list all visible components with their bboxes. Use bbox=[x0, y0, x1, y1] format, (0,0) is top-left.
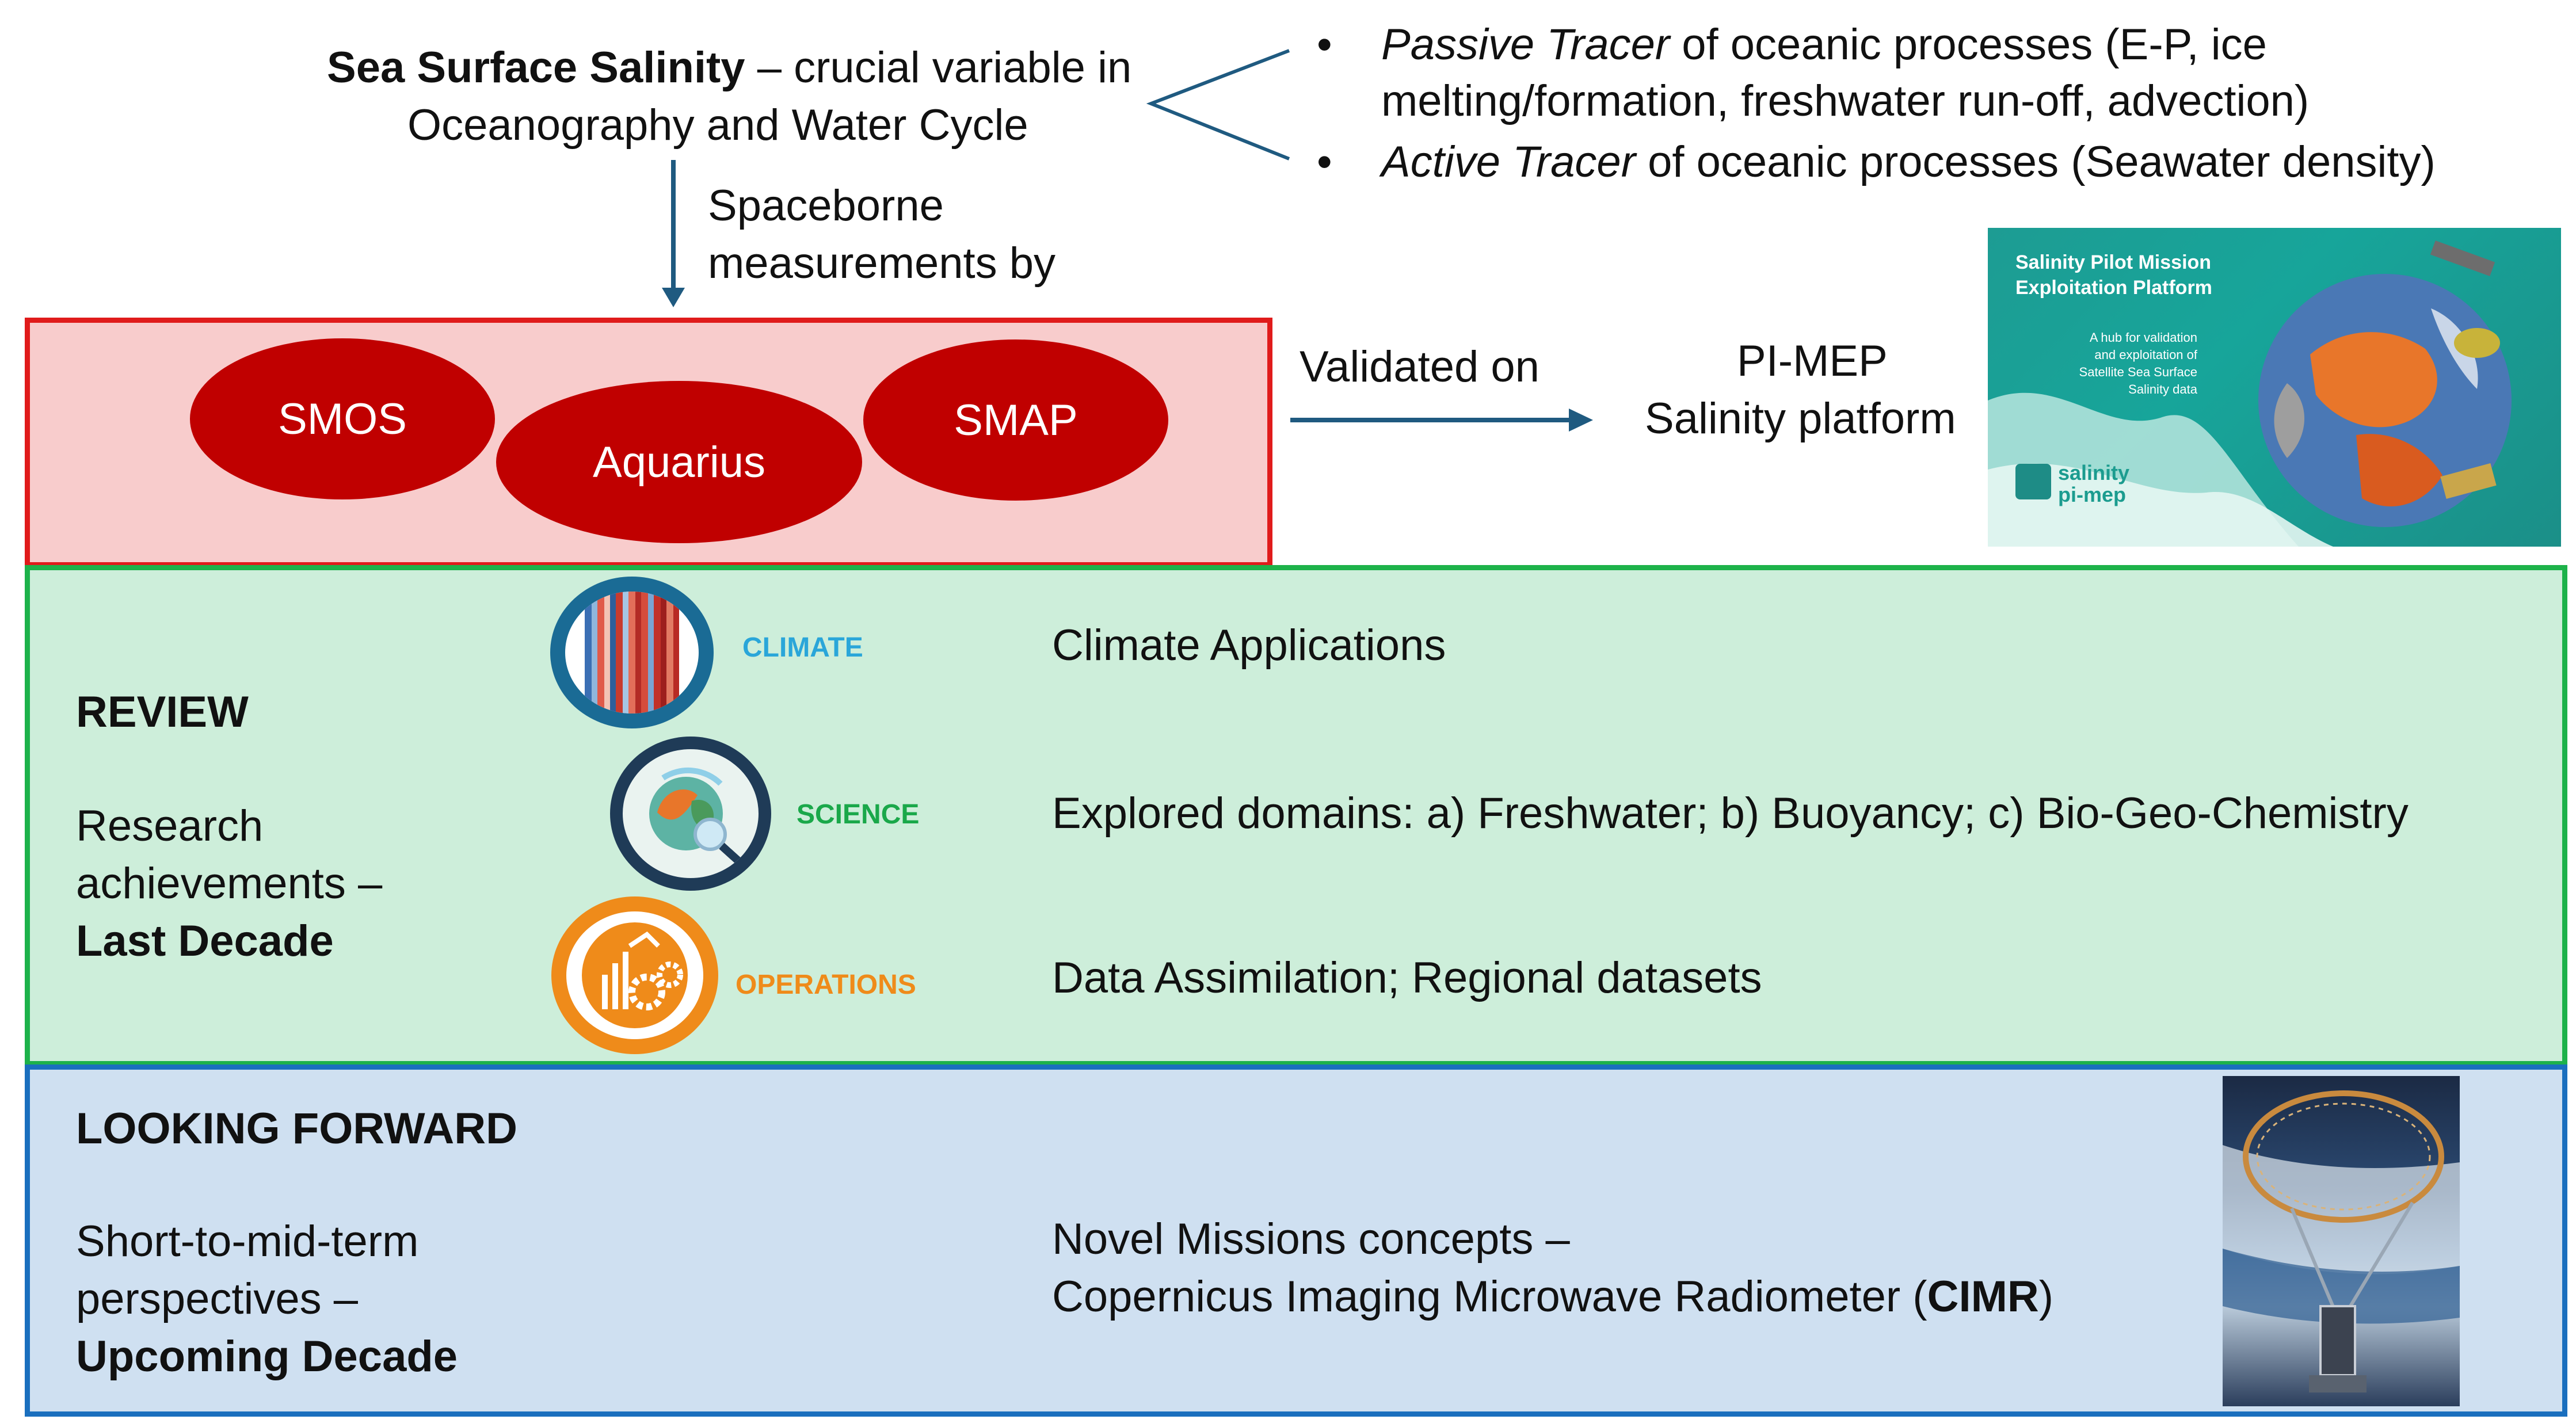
science-tag: SCIENCE bbox=[797, 799, 920, 830]
active-italic: Active Tracer bbox=[1381, 138, 1636, 186]
operations-tag: OPERATIONS bbox=[736, 970, 916, 1000]
active-rest: of oceanic processes (Seawater density) bbox=[1636, 138, 2436, 186]
pimep-line2: Salinity platform bbox=[1645, 394, 1956, 443]
forward-heading: LOOKING FORWARD bbox=[76, 1104, 518, 1153]
passive-rest: of oceanic processes (E-P, ice bbox=[1670, 20, 2267, 69]
spaceborne-line2: measurements by bbox=[708, 239, 1056, 288]
passive-tracer-line1: Passive Tracer of oceanic processes (E-P… bbox=[1381, 16, 2267, 74]
sss-rest: – crucial variable in bbox=[745, 43, 1132, 92]
pimep-desc-line3: Satellite Sea Surface bbox=[2079, 365, 2197, 379]
novel-line2-post: ) bbox=[2038, 1272, 2054, 1321]
pimep-platform-image: Salinity Pilot Mission Exploitation Plat… bbox=[1988, 228, 2561, 547]
forward-line3: Upcoming Decade bbox=[76, 1332, 458, 1381]
smap-ellipse: SMAP bbox=[863, 339, 1168, 501]
forward-line1: Short-to-mid-term bbox=[76, 1217, 419, 1266]
review-line1: Research bbox=[76, 802, 264, 850]
pimep-desc-line2: and exploitation of bbox=[2094, 348, 2197, 362]
operations-gears-icon bbox=[551, 896, 718, 1054]
smos-ellipse: SMOS bbox=[190, 338, 495, 499]
operations-text: Data Assimilation; Regional datasets bbox=[1052, 953, 1762, 1002]
science-magnifier bbox=[649, 767, 749, 871]
climate-stripes-icon bbox=[550, 577, 714, 728]
pimep-logo-line2: pi-mep bbox=[2058, 483, 2127, 506]
novel-line2-pre: Copernicus Imaging Microwave Radiometer … bbox=[1052, 1272, 1927, 1321]
pimep-title-line1: Salinity Pilot Mission bbox=[2015, 251, 2212, 273]
climate-stripes bbox=[585, 592, 679, 714]
forward-box bbox=[25, 1064, 2567, 1417]
forward-line2: perspectives – bbox=[76, 1275, 359, 1323]
pimep-line1: PI-MEP bbox=[1737, 337, 1888, 386]
validated-label: Validated on bbox=[1300, 342, 1539, 391]
active-tracer-line: Active Tracer of oceanic processes (Seaw… bbox=[1381, 133, 2436, 191]
climate-tag: CLIMATE bbox=[742, 632, 863, 663]
aquarius-ellipse: Aquarius bbox=[496, 381, 862, 543]
review-box bbox=[25, 565, 2567, 1066]
review-line2: achievements – bbox=[76, 859, 383, 908]
science-text: Explored domains: a) Freshwater; b) Buoy… bbox=[1052, 789, 2409, 838]
pimep-waves bbox=[1988, 240, 2512, 547]
down-arrow bbox=[662, 160, 685, 307]
bullet-active: • bbox=[1317, 138, 1332, 186]
pimep-desc-line1: A hub for validation bbox=[2089, 330, 2197, 345]
novel-line2: Copernicus Imaging Microwave Radiometer … bbox=[1052, 1268, 2053, 1326]
cimr-bold: CIMR bbox=[1927, 1272, 2039, 1321]
pimep-desc-line4: Salinity data bbox=[2128, 382, 2197, 396]
cimr-satellite-image bbox=[2223, 1076, 2460, 1406]
cimr-satellite bbox=[2223, 1090, 2460, 1392]
pimep-logo-icon bbox=[2015, 464, 2051, 499]
sss-title-line1: Sea Surface Salinity – crucial variable … bbox=[327, 39, 1131, 97]
smos-label: SMOS bbox=[278, 394, 407, 444]
passive-tracer-line2: melting/formation, freshwater run-off, a… bbox=[1381, 77, 2310, 125]
smap-label: SMAP bbox=[954, 395, 1078, 445]
climate-text: Climate Applications bbox=[1052, 621, 1446, 670]
spaceborne-line1: Spaceborne bbox=[708, 181, 944, 230]
review-heading: REVIEW bbox=[76, 688, 249, 737]
passive-italic: Passive Tracer bbox=[1381, 20, 1670, 69]
sss-bold: Sea Surface Salinity bbox=[327, 43, 745, 92]
operations-gears bbox=[582, 922, 688, 1028]
pimep-logo-line1: salinity bbox=[2058, 461, 2130, 484]
bullet-passive: • bbox=[1317, 20, 1332, 69]
aquarius-label: Aquarius bbox=[593, 437, 765, 487]
science-magnifier-icon bbox=[610, 737, 771, 891]
pimep-title-line2: Exploitation Platform bbox=[2015, 277, 2212, 299]
novel-line1: Novel Missions concepts – bbox=[1052, 1215, 1570, 1264]
sss-title-line2: Oceanography and Water Cycle bbox=[407, 101, 1028, 150]
review-line3: Last Decade bbox=[76, 917, 334, 966]
branch-chevron bbox=[1146, 49, 1290, 161]
validated-arrow bbox=[1290, 409, 1593, 432]
